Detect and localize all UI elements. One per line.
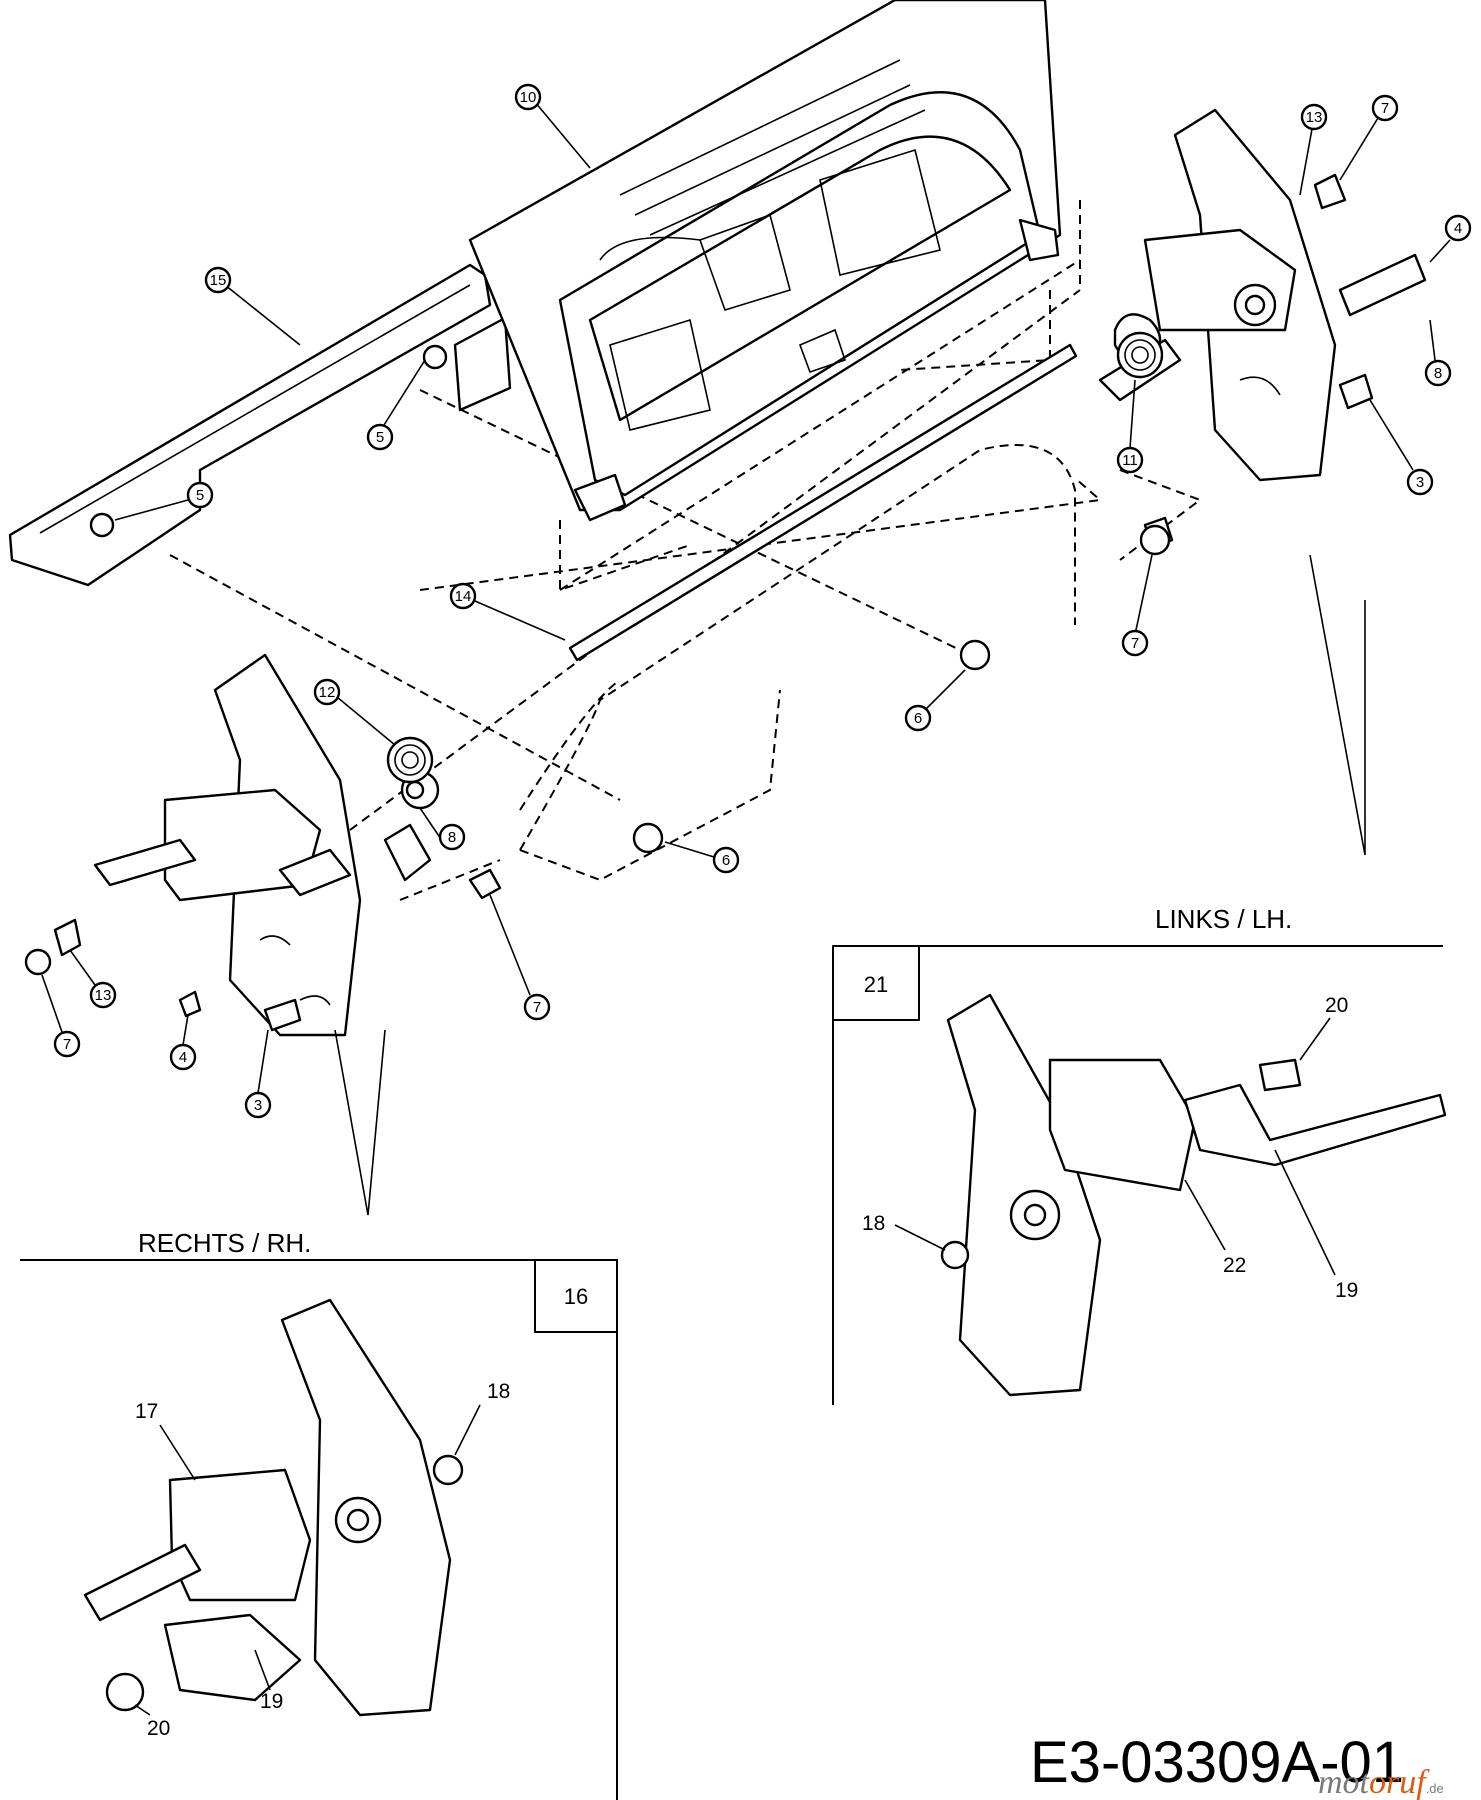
watermark-logo: motoruf.de: [1318, 1764, 1444, 1800]
callout-6-lower: 6: [722, 852, 730, 869]
left-lever-assembly: [1098, 108, 1427, 550]
control-panel-part: [468, 0, 1062, 522]
watermark-part2: oruf: [1369, 1764, 1430, 1800]
right-lever-assembly: [24, 653, 502, 1037]
right-side-label: RECHTS / RH.: [138, 1228, 311, 1258]
document-id: E3-03309A-01: [1030, 1730, 1404, 1795]
label-18-left: 18: [862, 1212, 885, 1235]
label-19-right: 19: [260, 1690, 283, 1713]
label-19-left: 19: [1335, 1279, 1358, 1302]
inset-pointers: [334, 554, 1366, 1216]
fasteners: [89, 344, 1171, 854]
callout-5-lower: 5: [196, 487, 204, 504]
label-20-right: 20: [147, 1717, 170, 1740]
callout-7-right-nut: 7: [533, 999, 541, 1016]
callout-14: 14: [455, 588, 472, 605]
left-side-label: LINKS / LH.: [1155, 904, 1292, 934]
callout-3-right-side: 3: [254, 1097, 262, 1114]
callout-5-upper: 5: [376, 429, 384, 446]
callout-3-left-side: 3: [1416, 474, 1424, 491]
label-22: 22: [1223, 1254, 1246, 1277]
watermark-part1: mot: [1318, 1764, 1371, 1800]
label-18-right: 18: [487, 1380, 510, 1403]
svg-text:motoruf.de: motoruf.de: [1318, 1764, 1444, 1800]
callout-13-right-side: 13: [95, 987, 112, 1004]
springs: [386, 331, 1164, 784]
right-side-inset: RECHTS / RH. 16 17 18 19 20: [20, 1228, 618, 1800]
callout-8-right-side: 8: [448, 829, 456, 846]
callout-7-top-right: 7: [1381, 100, 1389, 117]
callout-15: 15: [210, 272, 227, 289]
callout-7-mid-right: 7: [1131, 635, 1139, 652]
callout-10: 10: [520, 89, 537, 106]
callout-8-left-side: 8: [1434, 365, 1442, 382]
housing-outline: [519, 444, 1076, 882]
callout-7-far-left: 7: [63, 1036, 71, 1053]
rod-part: [568, 343, 1078, 662]
label-17: 17: [135, 1400, 158, 1423]
callout-4-right-side: 4: [179, 1049, 187, 1066]
callout-11: 11: [1122, 452, 1138, 469]
callouts: 10 15 5 5 14 12 8 6 6 6 7 13 7: [41, 83, 1472, 1119]
callout-13-left-side: 13: [1306, 109, 1323, 126]
label-20-left: 20: [1325, 994, 1348, 1017]
callout-12: 12: [319, 684, 336, 701]
left-side-inset: LINKS / LH. 21 20 18 22 19: [832, 904, 1447, 1405]
inset-box-16: 16: [564, 1284, 588, 1309]
inset-box-21: 21: [864, 972, 888, 997]
callout-6-middle: 6: [914, 710, 922, 727]
watermark-suffix: .de: [1426, 1781, 1444, 1796]
handle-bar-part: [8, 263, 512, 587]
callout-4-left-side: 4: [1454, 220, 1462, 237]
